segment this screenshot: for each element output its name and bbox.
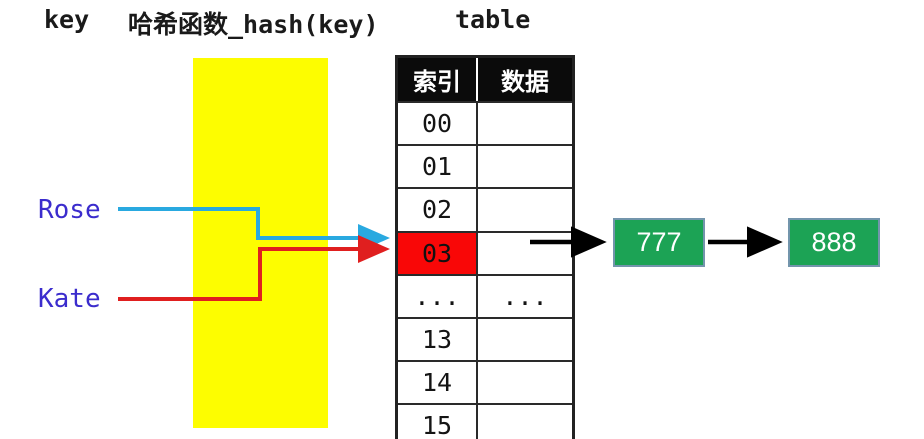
table-row: 15 xyxy=(398,403,572,439)
caption-key: key xyxy=(44,5,90,34)
index-cell: 02 xyxy=(421,195,453,225)
key-label-rose: Rose xyxy=(38,195,101,225)
chain-node-888: 888 xyxy=(788,218,880,267)
table-row-highlighted: 03 xyxy=(398,230,572,274)
caption-table: table xyxy=(455,5,531,34)
index-cell: 15 xyxy=(421,411,453,439)
table-row: 02 xyxy=(398,187,572,231)
index-cell-highlighted: 03 xyxy=(398,232,476,274)
data-cell xyxy=(476,318,572,361)
data-cell xyxy=(476,103,572,145)
table-row: 14 xyxy=(398,360,572,404)
table-row: 13 xyxy=(398,316,572,361)
index-cell: 00 xyxy=(421,109,453,139)
data-cell xyxy=(476,405,572,439)
hash-table: 索引 数据 00 01 02 03 ... ... 13 14 xyxy=(395,55,575,439)
data-cell xyxy=(476,146,572,188)
hash-table-header-row: 索引 数据 xyxy=(398,58,572,101)
key-label-kate: Kate xyxy=(38,284,101,314)
header-index: 索引 xyxy=(413,68,461,96)
data-cell: ... xyxy=(476,275,572,317)
data-cell xyxy=(476,232,572,274)
header-data: 数据 xyxy=(476,58,572,101)
index-cell: 14 xyxy=(421,368,453,398)
data-cell xyxy=(476,362,572,404)
table-row: 01 xyxy=(398,144,572,188)
caption-hash-function: 哈希函数_hash(key) xyxy=(128,10,379,39)
chain-node-777: 777 xyxy=(613,218,705,267)
index-cell: 13 xyxy=(421,325,453,355)
index-cell: ... xyxy=(414,281,460,311)
data-cell xyxy=(476,189,572,231)
table-row: 00 xyxy=(398,101,572,145)
index-cell: 01 xyxy=(421,152,453,182)
hash-function-box xyxy=(193,58,328,428)
table-row-ellipsis: ... ... xyxy=(398,273,572,317)
